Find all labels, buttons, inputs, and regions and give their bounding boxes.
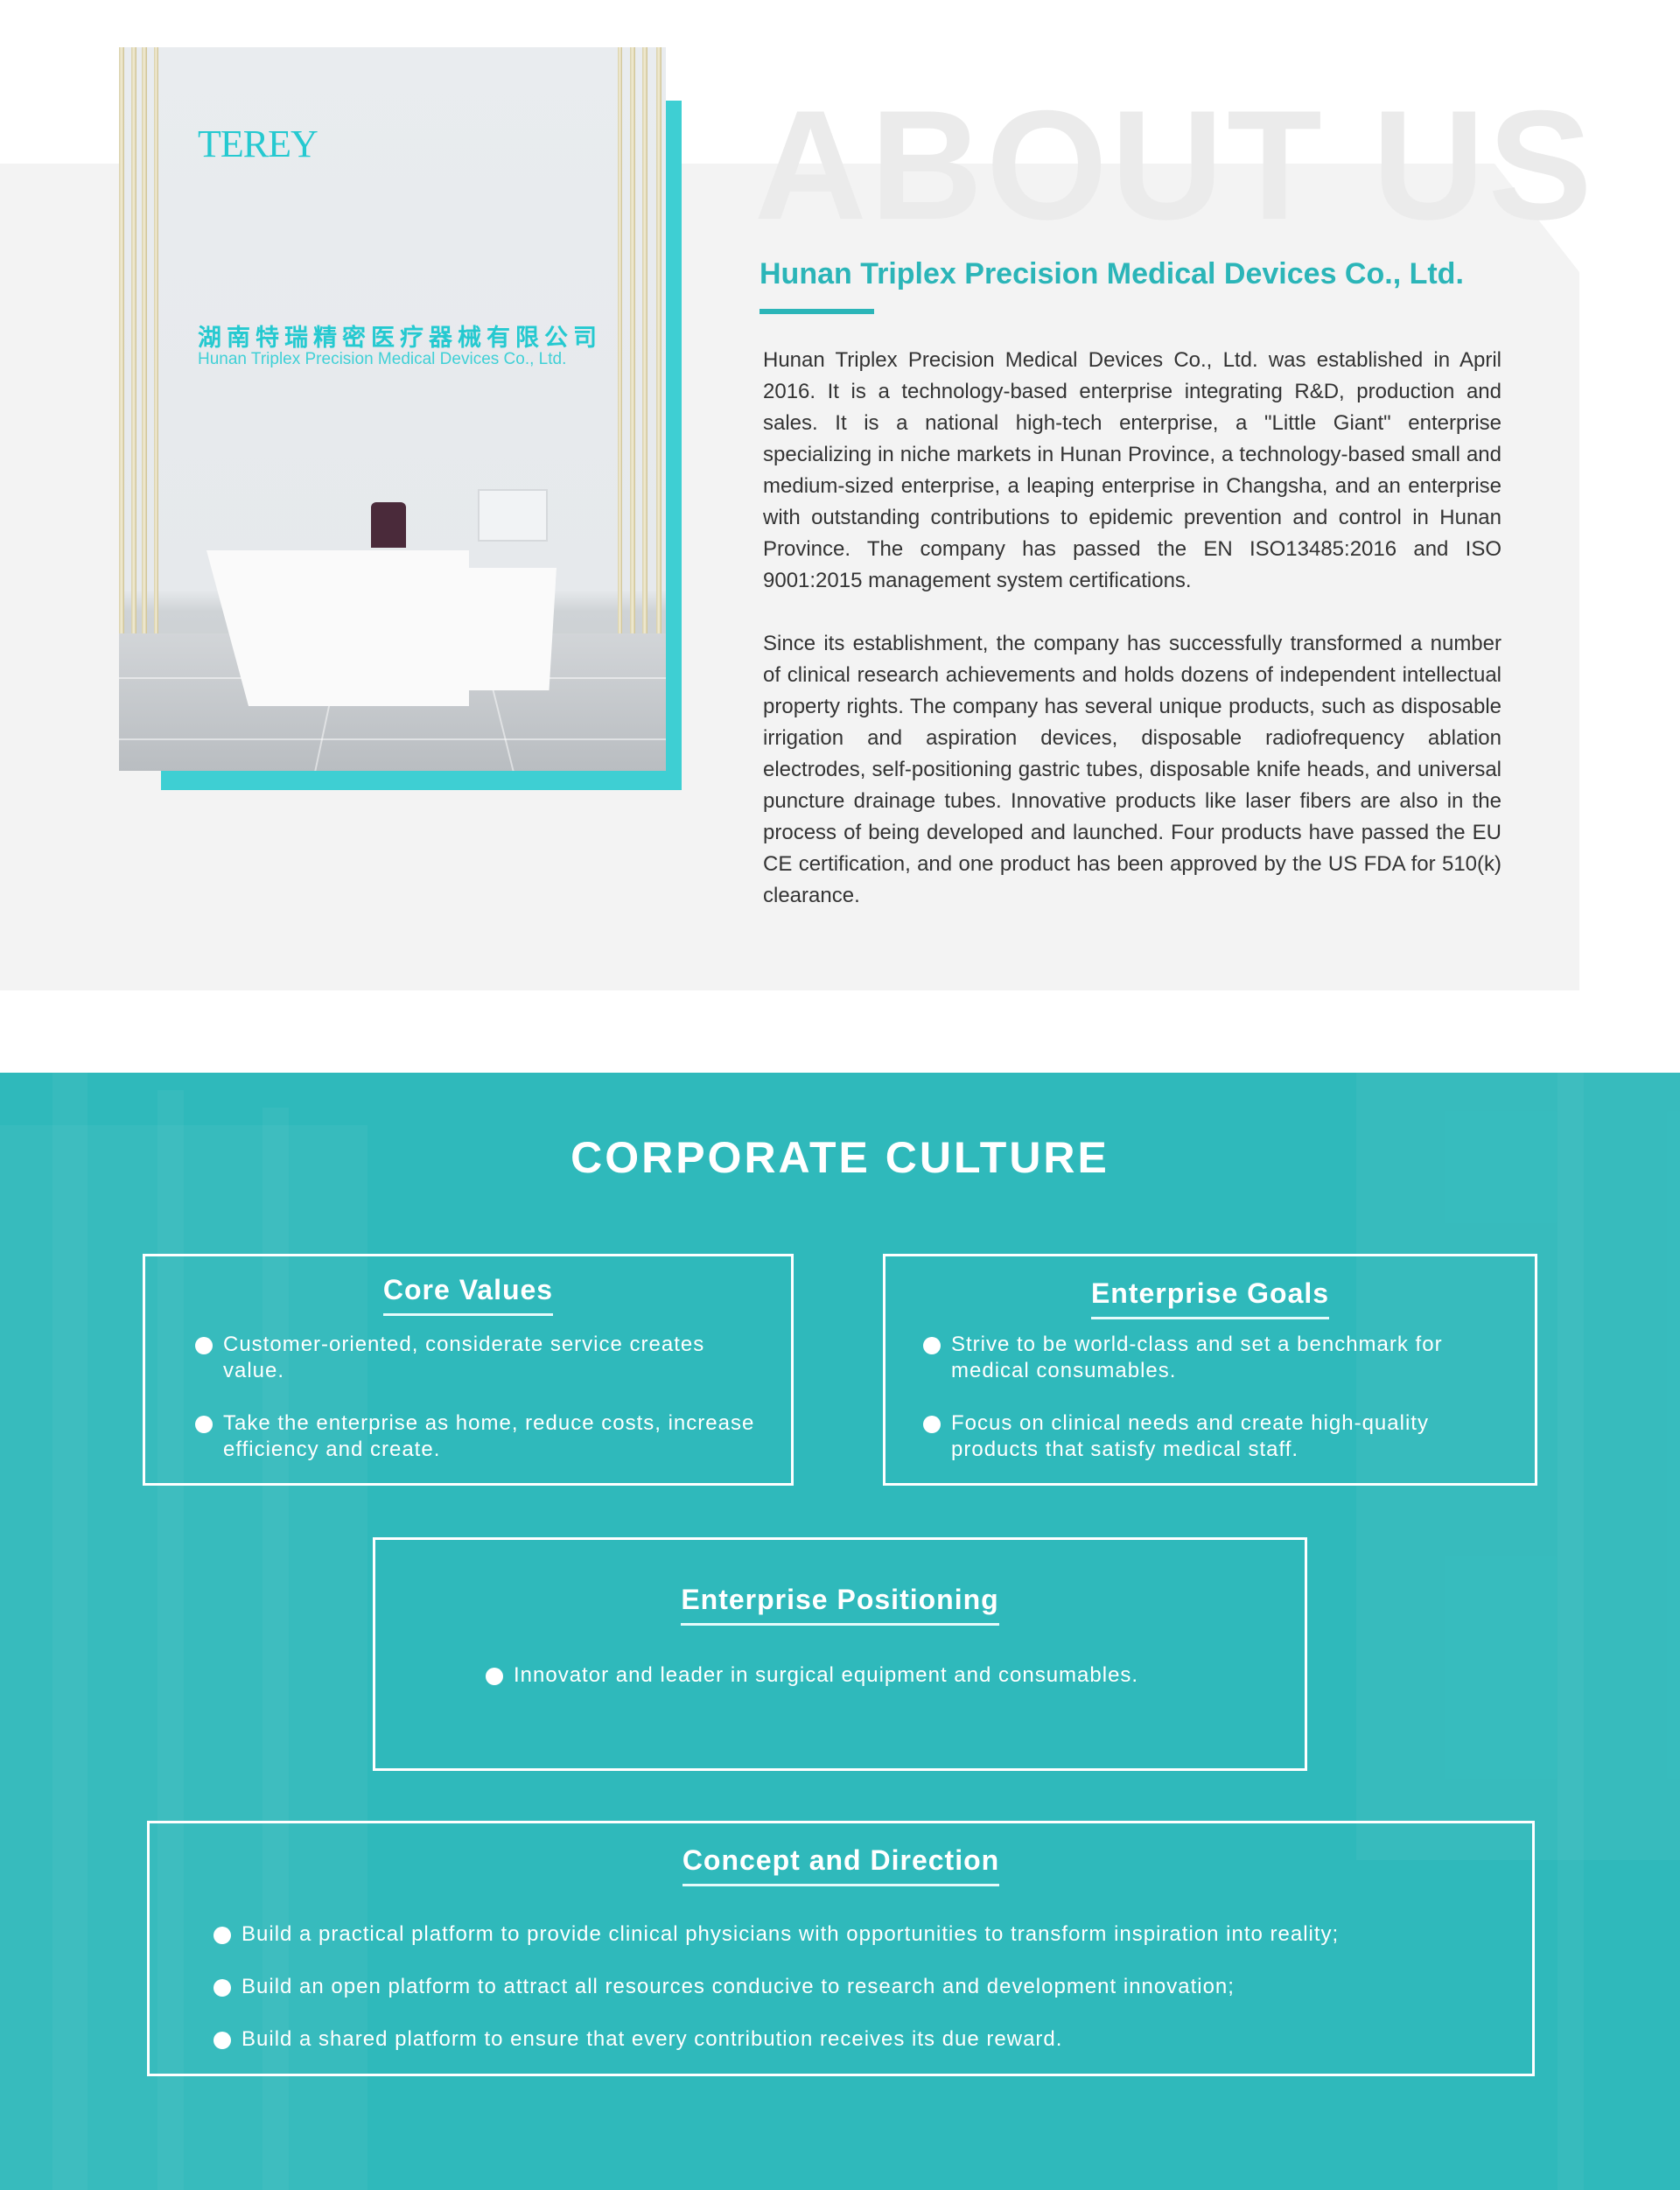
about-paragraph-1: Hunan Triplex Precision Medical Devices … (763, 348, 1502, 592)
goal-item: Focus on clinical needs and create high-… (923, 1410, 1509, 1463)
enterprise-goals-card: Enterprise Goals Strive to be world-clas… (883, 1254, 1537, 1486)
concept-title: Concept and Direction (682, 1844, 1000, 1886)
concept-item: Build an open platform to attract all re… (214, 1974, 1508, 2000)
enterprise-positioning-card: Enterprise Positioning Innovator and lea… (373, 1537, 1307, 1771)
corporate-culture-section (0, 1073, 1680, 2190)
company-title: Hunan Triplex Precision Medical Devices … (760, 257, 1464, 290)
title-underline (760, 309, 874, 314)
core-value-item: Customer-oriented, considerate service c… (195, 1332, 764, 1384)
english-company-sign: Hunan Triplex Precision Medical Devices … (198, 350, 567, 368)
positioning-title: Enterprise Positioning (681, 1584, 999, 1626)
core-value-item: Take the enterprise as home, reduce cost… (195, 1410, 764, 1463)
terey-sign: TEREY (198, 122, 318, 165)
reception-photo: TEREY 湖南特瑞精密医疗器械有限公司 Hunan Triplex Preci… (119, 47, 666, 771)
corporate-culture-title: CORPORATE CULTURE (570, 1133, 1110, 1182)
about-paragraph-2: Since its establishment, the company has… (763, 632, 1502, 907)
core-values-card: Core Values Customer-oriented, considera… (143, 1254, 794, 1486)
concept-item: Build a shared platform to ensure that e… (214, 2026, 1508, 2053)
core-values-title: Core Values (382, 1274, 554, 1316)
positioning-item: Innovator and leader in surgical equipme… (486, 1662, 1273, 1689)
concept-direction-card: Concept and Direction Build a practical … (147, 1821, 1535, 2076)
about-us-watermark: ABOUT US (754, 78, 1596, 252)
concept-item: Build a practical platform to provide cl… (214, 1921, 1508, 1948)
goal-item: Strive to be world-class and set a bench… (923, 1332, 1509, 1384)
enterprise-goals-title: Enterprise Goals (1090, 1277, 1330, 1319)
chinese-company-sign: 湖南特瑞精密医疗器械有限公司 (198, 325, 602, 351)
